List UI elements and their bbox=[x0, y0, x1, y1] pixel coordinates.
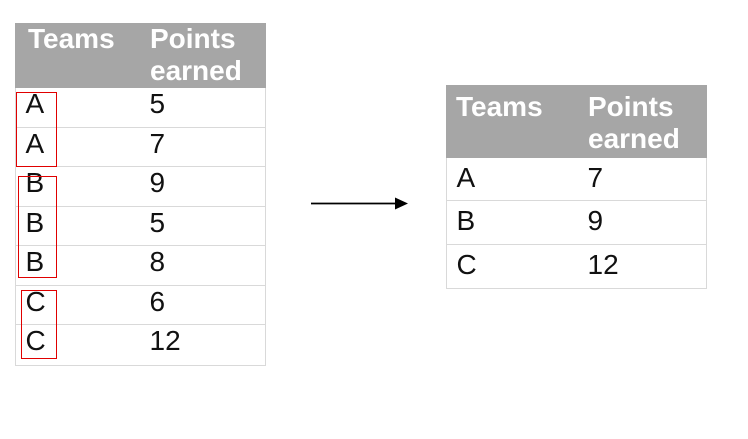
team-cell: C bbox=[25, 285, 46, 317]
points-cell: 12 bbox=[587, 248, 619, 280]
table-row: C 12 bbox=[16, 325, 265, 365]
points-cell: 12 bbox=[149, 325, 181, 357]
group-outline-team-c bbox=[20, 290, 57, 359]
team-cell: A bbox=[25, 88, 45, 119]
result-table-header: Teams Points earned bbox=[446, 85, 707, 158]
result-header-points: Points earned bbox=[588, 91, 680, 154]
team-cell: B bbox=[25, 206, 45, 238]
result-header-teams: Teams bbox=[456, 91, 543, 122]
team-cell: A bbox=[25, 127, 45, 159]
points-cell: 6 bbox=[149, 285, 166, 317]
table-row: A 5 bbox=[16, 88, 265, 128]
result-table-body: A 7 B 9 C 12 bbox=[446, 158, 707, 289]
table-row: B 9 bbox=[16, 167, 265, 207]
table-row: C 6 bbox=[16, 285, 265, 326]
points-cell: 5 bbox=[149, 88, 166, 119]
points-cell: 7 bbox=[587, 162, 604, 193]
team-cell: C bbox=[25, 325, 46, 357]
points-cell: 9 bbox=[149, 167, 166, 199]
result-table: Teams Points earned A 7 B 9 C 12 bbox=[446, 85, 707, 289]
source-header-teams: Teams bbox=[28, 23, 115, 54]
points-cell: 7 bbox=[149, 127, 166, 159]
table-row: A 7 bbox=[16, 127, 265, 168]
source-header-points: Points earned bbox=[150, 23, 242, 86]
team-cell: B bbox=[25, 167, 45, 199]
table-row: A 7 bbox=[447, 158, 706, 202]
team-cell: A bbox=[456, 162, 476, 193]
source-table-header: Teams Points earned bbox=[15, 23, 266, 88]
table-row: C 12 bbox=[447, 244, 706, 288]
points-cell: 8 bbox=[149, 246, 166, 278]
arrow-head bbox=[395, 197, 408, 210]
table-row: B 9 bbox=[447, 201, 706, 245]
team-cell: B bbox=[25, 246, 45, 278]
group-outline-team-b bbox=[17, 175, 57, 278]
team-cell: C bbox=[456, 248, 477, 280]
transform-arrow-icon bbox=[311, 197, 408, 210]
table-row: B 8 bbox=[16, 246, 265, 286]
team-cell: B bbox=[456, 205, 476, 237]
group-outline-team-a bbox=[16, 92, 57, 167]
points-cell: 9 bbox=[587, 205, 604, 237]
table-row: B 5 bbox=[16, 206, 265, 247]
points-cell: 5 bbox=[149, 206, 166, 238]
